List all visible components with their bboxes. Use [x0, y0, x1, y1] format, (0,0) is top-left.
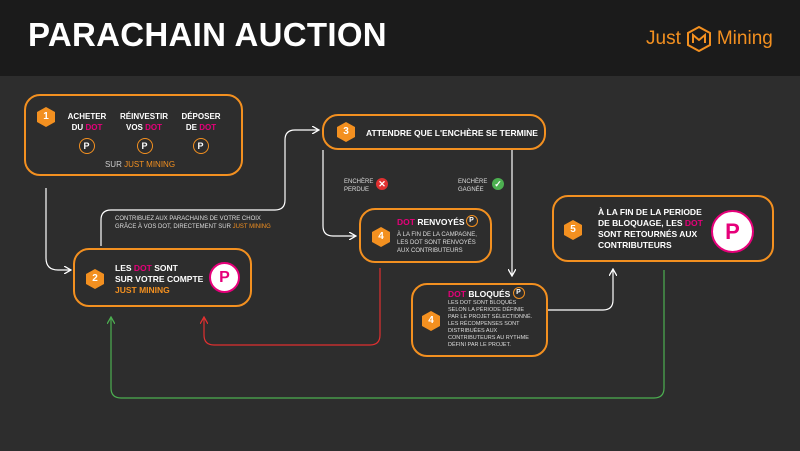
lost-x-icon: ✕ — [376, 178, 388, 190]
contribution-note: CONTRIBUEZ AUX PARACHAINS DE VOTRE CHOIX… — [115, 215, 285, 231]
step-4-returned-title: DOT RENVOYÉS — [397, 217, 465, 227]
step-3-number: 3 — [343, 126, 349, 137]
step-3-badge: 3 — [336, 121, 356, 143]
arrow-1-to-2 — [45, 188, 70, 270]
polkadot-icon: P — [137, 138, 153, 154]
step-5-number: 5 — [570, 224, 576, 235]
arrow-3-to-4a — [322, 150, 355, 236]
step-5-box — [552, 195, 774, 262]
step-4-returned-box — [359, 208, 492, 263]
contribution-note-line2: GRÂCE À VOS DOT, DIRECTEMENT SUR JUST MI… — [115, 224, 271, 230]
polkadot-icon: P — [79, 138, 95, 154]
step-2-badge: 2 — [85, 268, 105, 290]
step-5-line3: SONT RETOURNÉS AUX — [598, 229, 698, 239]
arrow-5-to-2 — [111, 270, 665, 399]
step-4-returned-number: 4 — [378, 231, 384, 242]
arrow-2-to-3 — [100, 130, 318, 246]
logo-text-mining: Mining — [716, 28, 773, 49]
buy-label-line2: DU DOT — [71, 123, 103, 132]
polkadot-icon: P — [466, 215, 478, 227]
step-5-badge: 5 — [563, 219, 583, 241]
step-1-col-buy: ACHETER DU DOT — [66, 111, 108, 133]
won-check-icon: ✓ — [492, 178, 504, 190]
step-4-returned-badge: 4 — [371, 226, 391, 248]
step-1-box — [24, 94, 243, 176]
step-3-box — [322, 114, 546, 150]
step-2-line3: JUST MINING — [115, 285, 170, 295]
arrow-4a-to-2 — [204, 268, 381, 346]
logo-text-just: Just — [646, 28, 681, 49]
logo-hex-icon — [686, 26, 711, 52]
step-5-text: À LA FIN DE LA PERIODE DE BLOQUAGE, LES … — [598, 207, 703, 251]
step-2-number: 2 — [92, 273, 98, 284]
contribution-note-line1: CONTRIBUEZ AUX PARACHAINS DE VOTRE CHOIX — [115, 216, 261, 222]
step-4-returned-desc: À LA FIN DE LA CAMPAGNE,LES DOT SONT REN… — [397, 232, 477, 254]
step-3-text: ATTENDRE QUE L'ENCHÈRE SE TERMINE — [366, 128, 538, 138]
step-4-locked-badge: 4 — [421, 310, 441, 332]
step-4-locked-title: DOT BLOQUÉS — [448, 289, 511, 299]
just-mining-logo: Just Mining — [646, 26, 773, 52]
header-bar: PARACHAIN AUCTION Just Mining — [0, 0, 800, 76]
step-2-line2: SUR VOTRE COMPTE — [115, 274, 204, 284]
page-title: PARACHAIN AUCTION — [28, 16, 387, 53]
arrow-4b-to-5 — [548, 270, 613, 311]
step-4-locked-number: 4 — [428, 315, 434, 326]
polkadot-icon: P — [513, 287, 525, 299]
buy-label: ACHETER — [67, 112, 107, 121]
polkadot-icon: P — [711, 210, 754, 253]
step-1-col-reinvest: RÉINVESTIR VOS DOT — [116, 111, 172, 133]
step-5-line4: CONTRIBUTEURS — [598, 240, 672, 250]
step-4-locked-box — [411, 283, 548, 357]
reinvest-label: RÉINVESTIR — [119, 112, 168, 121]
step-5-line2: DE BLOQUAGE, LES DOT — [598, 218, 703, 228]
step-1-badge: 1 — [36, 106, 56, 128]
reinvest-label-line2: VOS DOT — [125, 123, 162, 132]
step-1-col-deposit: DÉPOSER DE DOT — [178, 111, 224, 133]
step-1-number: 1 — [43, 111, 49, 122]
deposit-label: DÉPOSER — [181, 112, 221, 121]
polkadot-icon: P — [193, 138, 209, 154]
polkadot-icon: P — [209, 262, 240, 293]
step-2-line1: LES DOT SONT — [115, 263, 178, 273]
deposit-label-line2: DE DOT — [185, 123, 217, 132]
step-1-footer: SUR JUST MINING — [104, 160, 176, 169]
step-2-box — [73, 248, 252, 307]
step-2-text: LES DOT SONT SUR VOTRE COMPTE JUST MININ… — [115, 263, 203, 296]
step-5-line1: À LA FIN DE LA PERIODE — [598, 207, 702, 217]
